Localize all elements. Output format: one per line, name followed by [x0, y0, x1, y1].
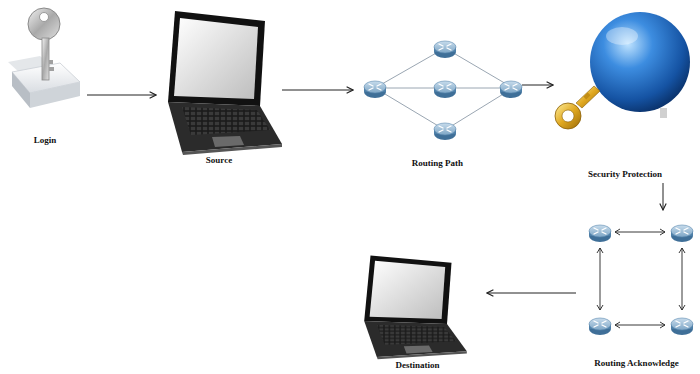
- node-caption: Routing Path: [411, 158, 464, 170]
- node-caption: Routing Acknowledge: [593, 358, 679, 370]
- flow-arrow: [87, 95, 156, 96]
- login-node: Login: [5, 5, 85, 147]
- security-sphere: [555, 12, 690, 129]
- acknowledge-node: Routing Acknowledge: [578, 212, 695, 370]
- flow-arrow: [487, 293, 576, 294]
- acknowledge-links: [597, 229, 685, 328]
- router-symbols: [364, 41, 522, 140]
- router-symbols: [589, 225, 693, 335]
- flow-arrow: [522, 85, 553, 86]
- destination-node: Destination: [350, 250, 485, 372]
- flow-arrow: [663, 183, 664, 210]
- source-node: Source: [158, 5, 280, 167]
- routing-path-node: Routing Path: [355, 30, 520, 170]
- routing-network: [375, 48, 513, 130]
- security-node: Security Protection: [555, 5, 695, 181]
- node-caption: Destination: [394, 360, 440, 372]
- login-icon: [8, 8, 80, 108]
- source-laptop: [168, 11, 282, 155]
- node-caption: Login: [33, 135, 58, 147]
- node-caption: Security Protection: [587, 169, 663, 181]
- node-caption: Source: [205, 155, 233, 167]
- flow-arrow: [282, 90, 353, 91]
- destination-laptop: [364, 256, 467, 360]
